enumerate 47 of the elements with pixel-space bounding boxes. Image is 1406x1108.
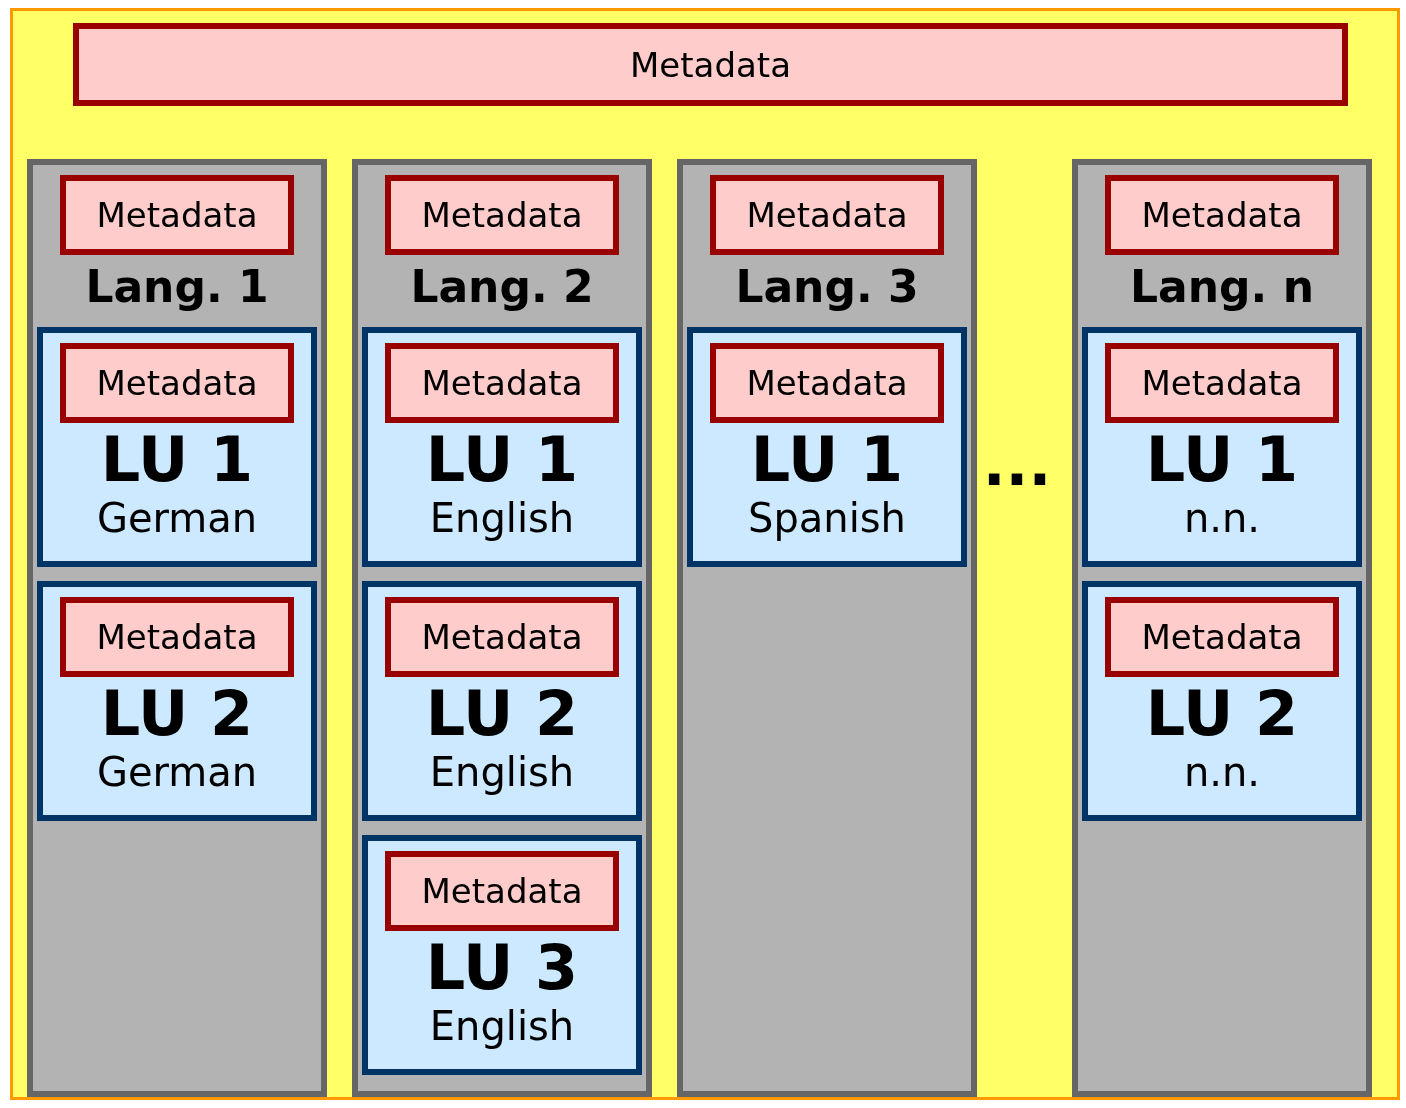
container-panel (10, 8, 1400, 1100)
column-heading: Lang. 1 (85, 261, 269, 313)
unit-box (362, 327, 642, 567)
ellipsis-mark: ... (982, 429, 1052, 499)
unit-box (362, 835, 642, 1075)
metadata-box: Metadata (710, 343, 944, 423)
metadata-box: Metadata (385, 851, 619, 931)
language-name: English (429, 1002, 575, 1051)
unit-title: LU 2 (1145, 681, 1299, 747)
metadata-box: Metadata (60, 343, 294, 423)
metadata-box: Metadata (710, 175, 944, 255)
language-column (352, 159, 652, 1097)
language-column (677, 159, 977, 1097)
unit-title: LU 1 (100, 427, 254, 493)
unit-box (37, 327, 317, 567)
column-heading: Lang. 3 (735, 261, 919, 313)
unit-title: LU 2 (100, 681, 254, 747)
unit-box (687, 327, 967, 567)
language-name: German (96, 494, 258, 543)
language-name: n.n. (1183, 748, 1261, 797)
unit-title: LU 1 (425, 427, 579, 493)
language-name: German (96, 748, 258, 797)
language-column (27, 159, 327, 1097)
unit-box (37, 581, 317, 821)
metadata-box: Metadata (385, 175, 619, 255)
unit-title: LU 1 (1145, 427, 1299, 493)
language-name: Spanish (748, 494, 906, 543)
unit-box (362, 581, 642, 821)
metadata-box: Metadata (1105, 597, 1339, 677)
column-heading: Lang. n (1130, 261, 1314, 313)
metadata-box: Metadata (385, 597, 619, 677)
unit-title: LU 3 (425, 935, 579, 1001)
unit-box (1082, 327, 1362, 567)
metadata-box: Metadata (385, 343, 619, 423)
metadata-box: Metadata (1105, 343, 1339, 423)
unit-title: LU 2 (425, 681, 579, 747)
metadata-box: Metadata (1105, 175, 1339, 255)
column-heading: Lang. 2 (410, 261, 594, 313)
metadata-box: Metadata (73, 23, 1348, 106)
unit-box (1082, 581, 1362, 821)
unit-title: LU 1 (750, 427, 904, 493)
language-column (1072, 159, 1372, 1097)
metadata-box: Metadata (60, 175, 294, 255)
language-name: English (429, 748, 575, 797)
language-name: English (429, 494, 575, 543)
metadata-box: Metadata (60, 597, 294, 677)
language-name: n.n. (1183, 494, 1261, 543)
